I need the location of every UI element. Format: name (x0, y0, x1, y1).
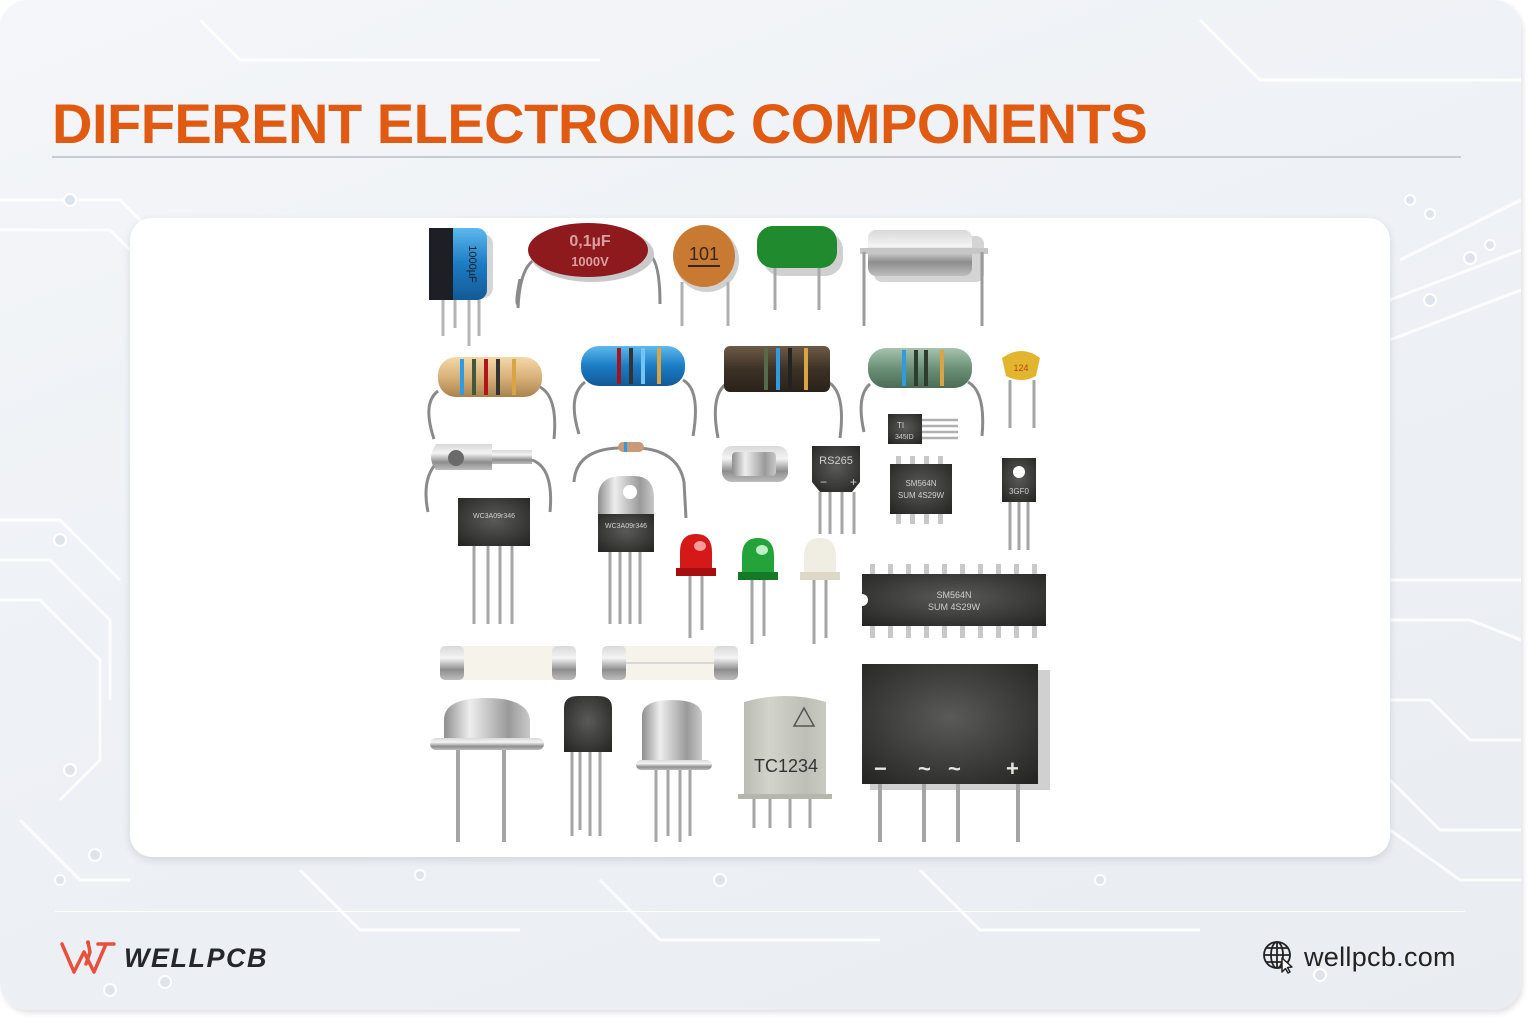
pcb-trace-background (54, 194, 1495, 996)
ceramic-disc-capacitor: 101 (673, 225, 739, 326)
resistor-brown (713, 346, 843, 439)
led-white (800, 538, 840, 644)
small-ic: TI 345ID (888, 414, 958, 444)
fuse-1 (440, 646, 576, 680)
to220-regulator: WC3A09r346 (598, 476, 654, 624)
sip-module: WC3A09r346 (458, 498, 530, 624)
svg-text:SM564N: SM564N (905, 479, 936, 488)
dip8-ic: SM564N SUM 4S29W (890, 456, 952, 524)
to5-metal-can (636, 700, 712, 842)
svg-text:1000V: 1000V (571, 254, 609, 269)
resistor-tan (427, 357, 557, 440)
wellpcb-w-mark-icon (60, 940, 116, 974)
website-link[interactable]: wellpcb.com (1262, 940, 1456, 974)
tantalum-capacitor: 124 (1002, 351, 1040, 428)
svg-text:SM564N: SM564N (936, 590, 971, 600)
svg-text:~: ~ (948, 756, 961, 781)
svg-text:+: + (1006, 756, 1019, 781)
page-title: DIFFERENT ELECTRONIC COMPONENTS (52, 92, 1148, 155)
website-url: wellpcb.com (1304, 941, 1456, 972)
svg-text:124: 124 (1013, 363, 1028, 373)
svg-text:RS265: RS265 (819, 455, 853, 467)
svg-text:345ID: 345ID (895, 434, 914, 441)
brand-name: WELLPCB (124, 942, 268, 973)
components-illustration: 1000µF 0,1µF 1000V 101 (424, 223, 1050, 842)
svg-text:3GF0: 3GF0 (1009, 487, 1030, 496)
to126-transistor: 3GF0 (1002, 458, 1036, 550)
green-polyester-capacitor (757, 226, 843, 310)
wellpcb-logo[interactable]: WELLPCB (60, 940, 268, 976)
fuse-2 (602, 646, 738, 680)
dip20-ic: SM564N SUM 4S29W (856, 564, 1046, 638)
small-axial-resistor (572, 442, 688, 519)
footer-divider (55, 911, 1465, 912)
resistor-green (859, 348, 985, 437)
gold-pin-package (722, 414, 788, 524)
large-bridge-rectifier: − ~ ~ + (862, 664, 1050, 842)
film-capacitor: 0,1µF 1000V (515, 223, 662, 309)
svg-text:0,1µF: 0,1µF (569, 233, 610, 250)
led-green (738, 538, 778, 644)
svg-text:WC3A09r346: WC3A09r346 (605, 523, 647, 530)
electrolytic-capacitor: 1000µF (429, 228, 493, 346)
svg-text:SUM 4S29W: SUM 4S29W (928, 602, 981, 612)
svg-text:101: 101 (689, 244, 719, 264)
svg-text:−: − (820, 475, 827, 489)
title-divider (52, 156, 1461, 158)
svg-text:−: − (874, 756, 887, 781)
svg-text:~: ~ (918, 756, 931, 781)
led-red (676, 534, 716, 638)
image-panel: 1000µF 0,1µF 1000V 101 (130, 218, 1390, 857)
to3-metal-can (430, 698, 544, 842)
resistor-blue (572, 346, 697, 437)
metal-can-connector (424, 444, 553, 513)
svg-text:TI: TI (897, 421, 904, 430)
slide: DIFFERENT ELECTRONIC COMPONENTS (0, 0, 1521, 1010)
relay-tc1234: TC1234 (738, 696, 832, 828)
globe-cursor-icon (1263, 941, 1293, 974)
svg-text:TC1234: TC1234 (754, 756, 818, 776)
crystal-oscillator (860, 230, 988, 326)
svg-text:WC3A09r346: WC3A09r346 (473, 513, 515, 520)
svg-text:SUM 4S29W: SUM 4S29W (898, 491, 945, 500)
svg-text:+: + (850, 475, 857, 489)
to92-transistor (564, 696, 612, 836)
svg-text:1000µF: 1000µF (466, 245, 478, 283)
bridge-rectifier-rs265: RS265 − + (812, 446, 860, 534)
